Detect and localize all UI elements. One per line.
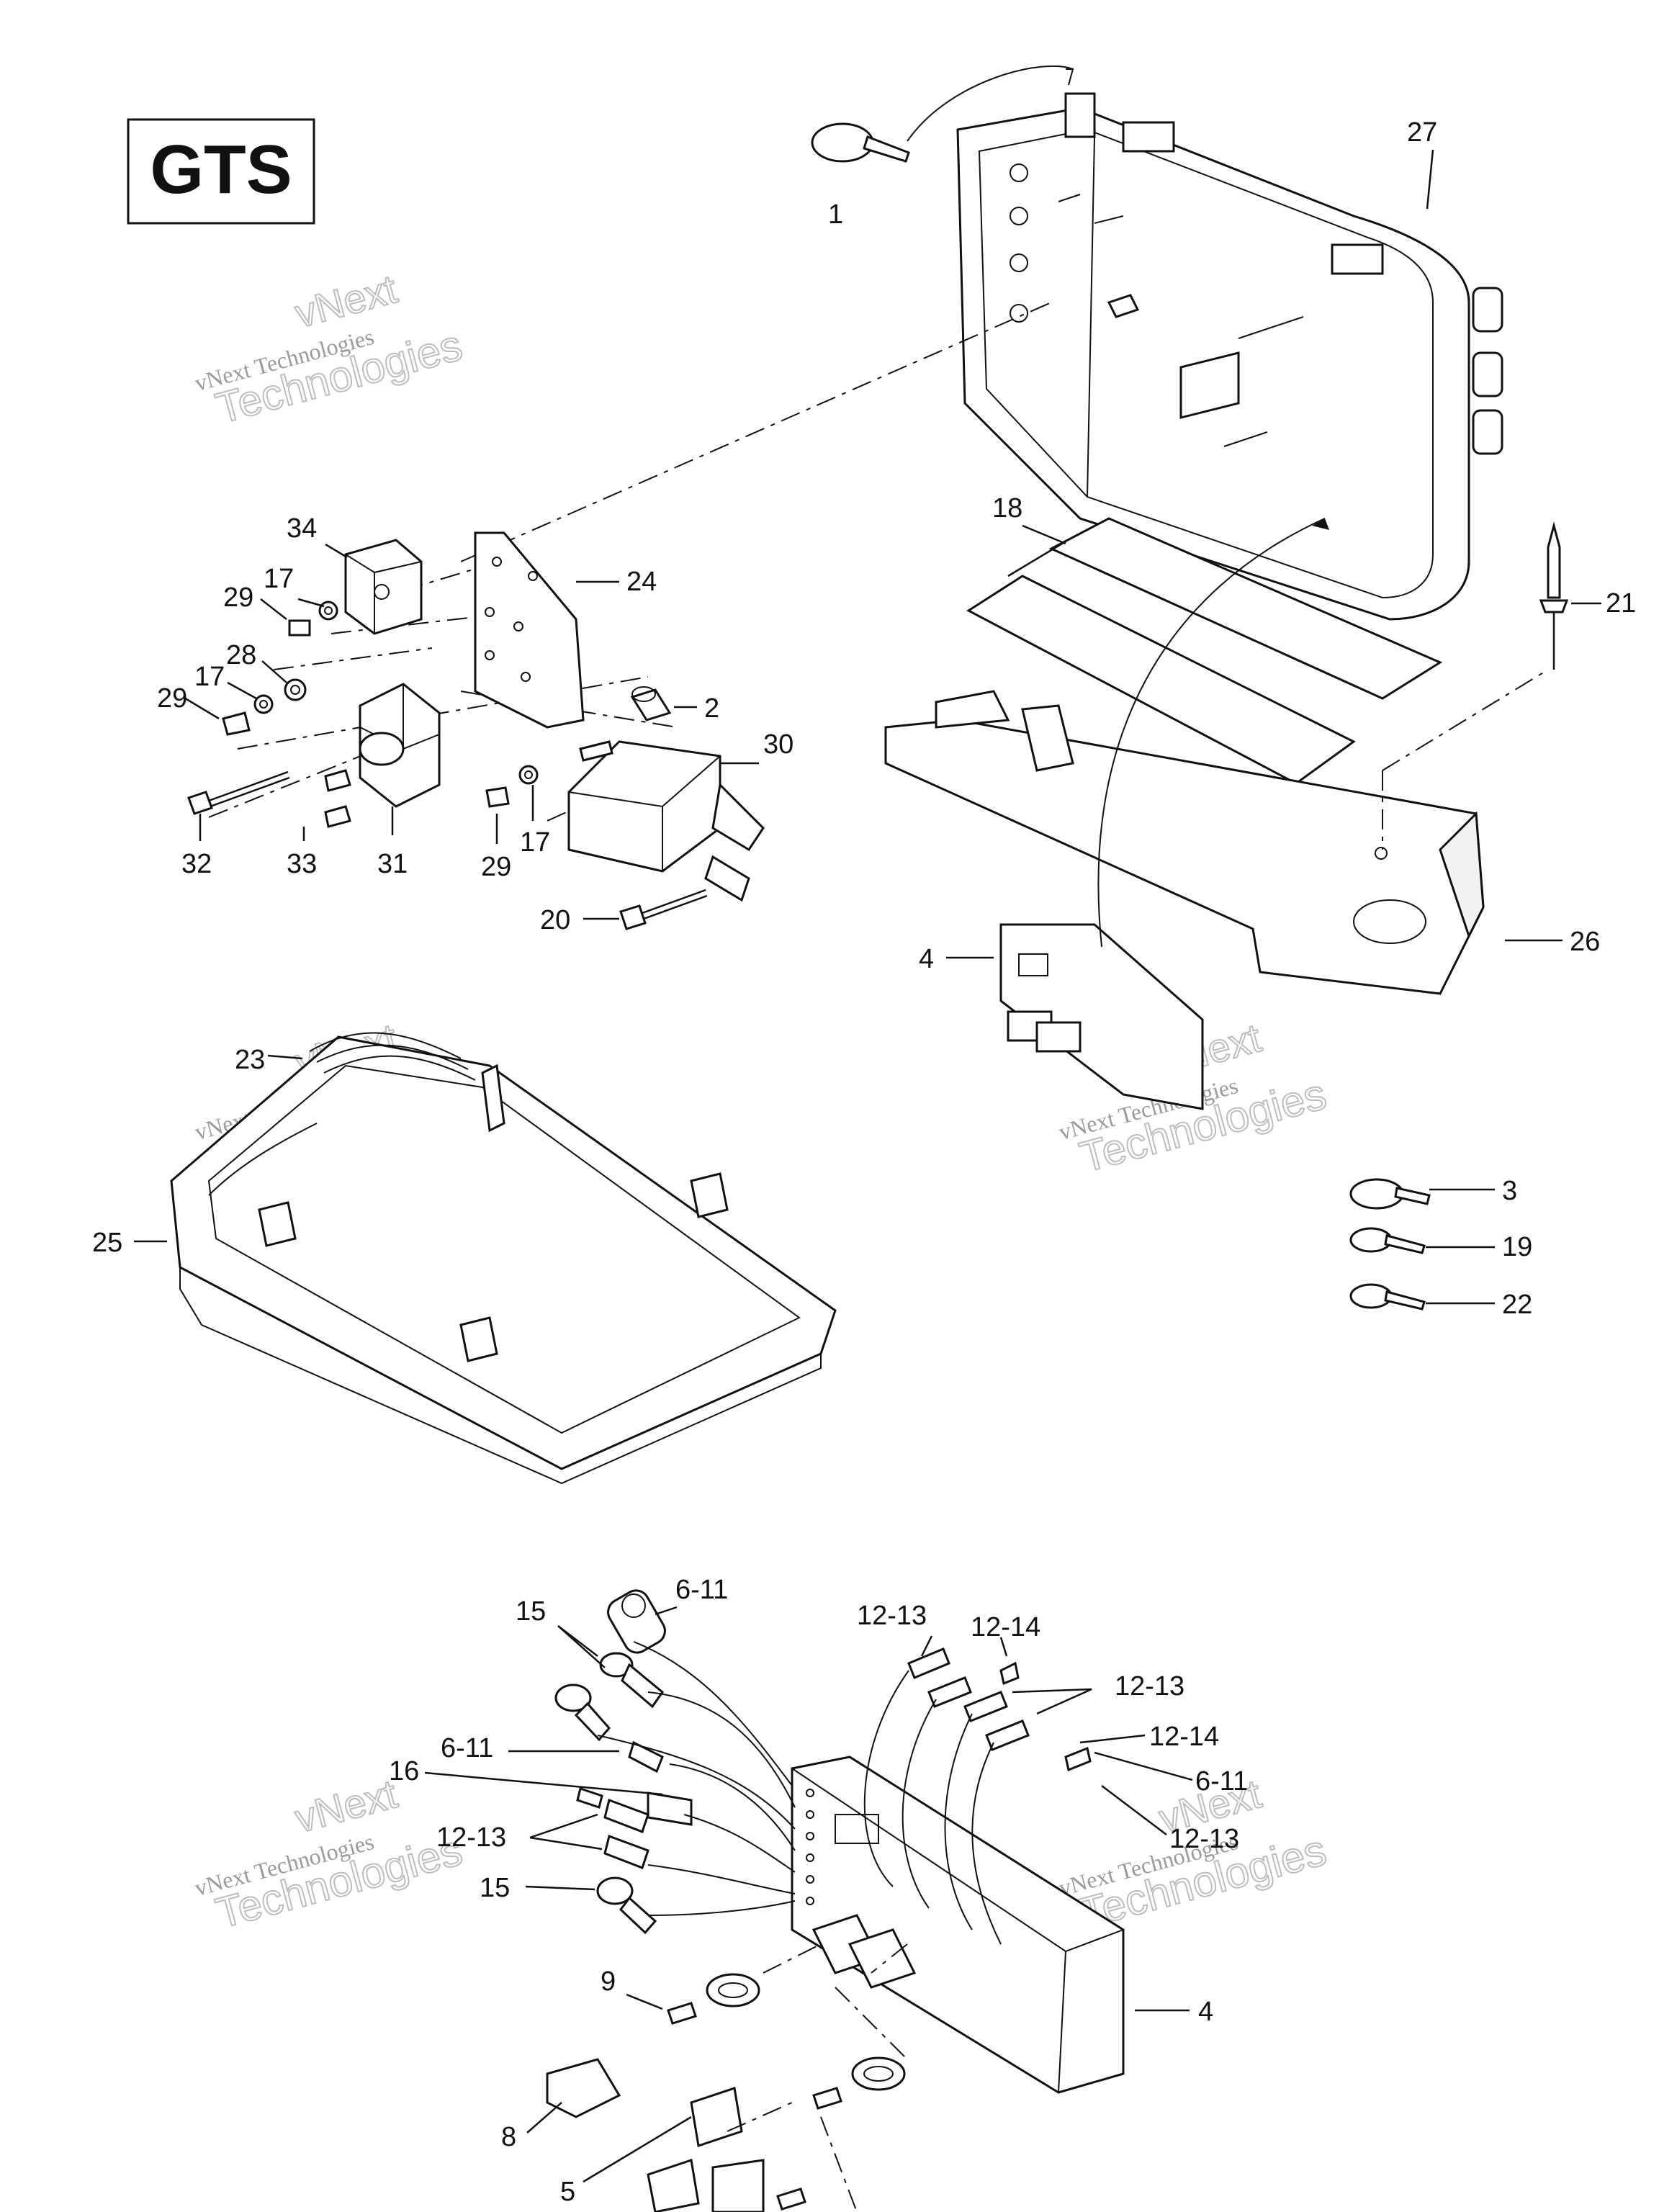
washer-nut-upper [260,598,338,637]
model-badge-text: GTS [150,131,292,208]
callout-9: 9 [601,1966,616,1997]
callout-1: 1 [828,199,843,230]
callout-16: 16 [389,1756,419,1786]
callout-22: 22 [1502,1290,1532,1320]
callout-1214a: 12-14 [971,1612,1040,1642]
callout-611a: 6-11 [675,1575,728,1605]
callout-5: 5 [560,2177,575,2207]
callout-1214b: 12-14 [1149,1722,1219,1752]
callout-33: 33 [287,849,317,879]
box-base-26 [884,690,1563,995]
module-4-top [946,923,1204,1110]
install-arrow [1097,518,1326,948]
callout-19: 19 [1502,1232,1532,1262]
callout-17c: 17 [520,827,550,858]
cable-tie-19 [1349,1227,1495,1254]
callout-labels: 1 27 18 21 34 24 17 29 28 17 29 2 30 32 … [92,117,1636,2207]
callout-20: 20 [540,905,570,935]
callout-31: 31 [377,849,408,879]
mounting-plate-24 [474,531,619,729]
cable-tie-1 [811,65,1074,163]
washer-stack-middle [182,660,307,736]
watermark-text-5a: vNext [290,1771,402,1841]
callout-3: 3 [1502,1176,1517,1206]
callout-611c: 6-11 [441,1733,493,1763]
ignition-coil-30 [567,740,765,902]
callout-4b: 4 [1198,1997,1213,2027]
callout-25: 25 [92,1228,122,1258]
wires-23 [208,1032,476,1196]
solenoid-31 [324,683,441,835]
callout-29a: 29 [223,583,253,613]
bolt-32 [187,770,290,841]
callout-29c: 29 [481,852,511,882]
relay-34 [325,539,423,635]
callout-1213a: 12-13 [857,1601,927,1631]
foam-pads-18 [966,517,1443,785]
install-arrow-head [1312,518,1329,530]
callout-28: 28 [226,640,256,670]
tray-25 [134,1035,837,1485]
callout-17a: 17 [264,564,294,594]
box-cover-27 [956,92,1503,621]
callout-26: 26 [1570,927,1600,957]
callout-32: 32 [181,849,212,879]
callout-17b: 17 [194,662,225,692]
spacer-2 [630,686,697,721]
cable-tie-3 [1349,1178,1495,1210]
callout-29b: 29 [157,683,187,714]
watermark-5: vNext vNext Technologies Technologies [192,1770,468,1938]
callout-611b: 6-11 [1195,1766,1248,1797]
callout-27: 27 [1407,117,1437,148]
callout-15b: 15 [480,1873,510,1903]
model-badge: GTS [127,118,315,225]
callout-2: 2 [704,693,719,724]
callout-1213b: 12-13 [1115,1671,1184,1701]
callout-18: 18 [992,493,1022,523]
callout-8: 8 [501,2122,516,2152]
callout-23: 23 [235,1045,265,1075]
callout-30: 30 [763,729,793,760]
callout-21: 21 [1606,588,1636,619]
callout-15a: 15 [516,1596,546,1627]
callout-1213d: 12-13 [1169,1824,1239,1854]
screw-20 [583,889,708,930]
callout-4a: 4 [919,944,934,974]
push-pin-21 [1539,521,1601,670]
washer-nut-lower [485,765,539,844]
callout-24: 24 [626,567,657,597]
callout-34: 34 [287,513,317,544]
watermark-text-1a: vNext [290,266,402,336]
cable-tie-22 [1349,1283,1495,1310]
wiring-harness [424,1589,1193,2212]
callout-1213c: 12-13 [436,1822,506,1853]
watermark-1: vNext vNext Technologies Technologies [192,265,468,433]
